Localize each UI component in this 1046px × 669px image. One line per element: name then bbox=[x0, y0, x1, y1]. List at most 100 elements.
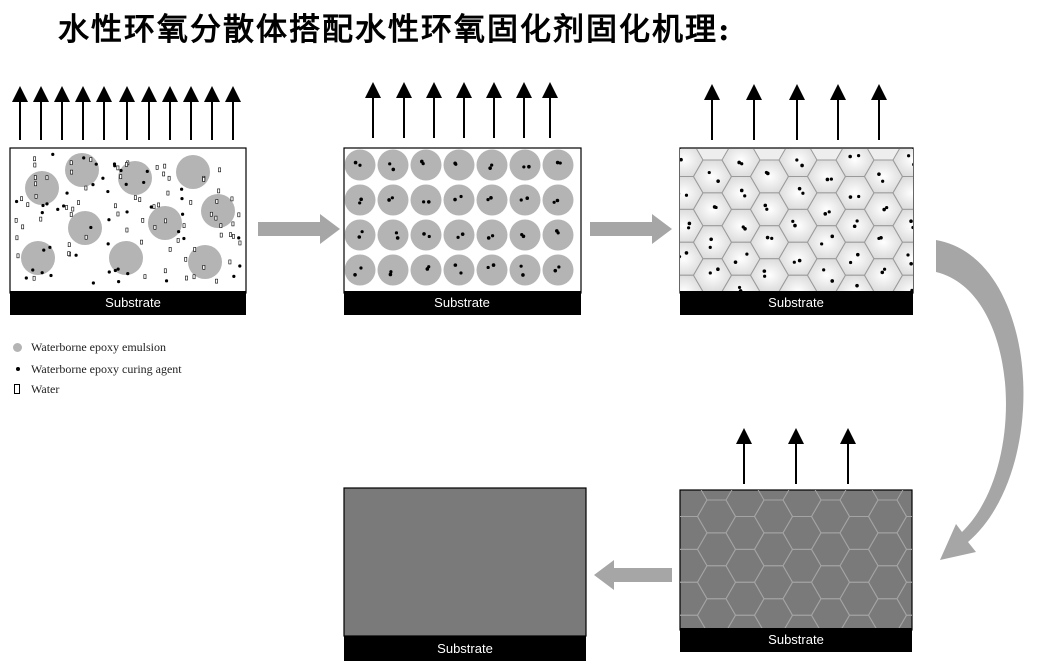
curing-agent-dot bbox=[117, 280, 121, 284]
curing-agent-dot bbox=[62, 204, 66, 208]
water-droplet bbox=[168, 247, 172, 252]
curing-agent-dot bbox=[740, 162, 744, 166]
curing-agent-dot bbox=[360, 230, 364, 234]
curing-agent-dot bbox=[387, 198, 391, 202]
substrate-label-1: Substrate bbox=[105, 295, 161, 310]
curing-agent-dot bbox=[737, 160, 741, 165]
curing-agent-dot bbox=[454, 162, 458, 166]
substrate-bar-2 bbox=[344, 291, 581, 315]
water-droplet bbox=[182, 223, 186, 228]
curing-agent-dot bbox=[525, 196, 530, 200]
emulsion-particle bbox=[410, 184, 442, 216]
legend-item-curing-agent: Waterborne epoxy curing agent bbox=[13, 358, 182, 380]
substrate-bar-4 bbox=[680, 628, 912, 652]
curing-agent-dot bbox=[741, 225, 745, 229]
emulsion-particle bbox=[68, 211, 102, 245]
curing-agent-dot bbox=[687, 221, 692, 226]
water-droplet bbox=[33, 156, 36, 162]
water-droplet bbox=[167, 175, 171, 181]
curing-agent-dot bbox=[489, 196, 493, 200]
curing-agent-dot bbox=[822, 268, 826, 272]
curing-agent-dot bbox=[553, 268, 558, 273]
curing-agent-dot bbox=[94, 162, 98, 166]
curing-agent-dot bbox=[91, 281, 95, 285]
water-droplet bbox=[209, 211, 213, 217]
water-droplet bbox=[215, 199, 219, 204]
water-droplet bbox=[193, 247, 197, 252]
curing-agent-dot bbox=[238, 264, 242, 268]
emulsion-particle bbox=[542, 219, 574, 251]
curing-agent-dot bbox=[914, 186, 917, 189]
curing-agent-dot bbox=[848, 154, 852, 159]
curing-agent-dot bbox=[391, 167, 396, 172]
curing-agent-dot bbox=[116, 267, 120, 271]
deformed-cell bbox=[892, 241, 913, 276]
emulsion-particle bbox=[509, 149, 541, 181]
curing-agent-dot bbox=[707, 170, 711, 175]
substrate-label-5: Substrate bbox=[437, 641, 493, 656]
curing-agent-dot bbox=[765, 235, 770, 240]
emulsion-particle bbox=[443, 184, 475, 216]
curing-agent-dot bbox=[24, 276, 28, 280]
water-droplet bbox=[77, 200, 80, 205]
curing-agent-dot bbox=[823, 212, 828, 216]
curing-agent-dot bbox=[42, 248, 46, 252]
curing-agent-dot bbox=[830, 234, 835, 239]
emulsion-particle bbox=[509, 184, 541, 216]
curing-agent-dot bbox=[232, 274, 236, 278]
stage-3-panel: Substrate bbox=[679, 84, 917, 315]
curing-agent-dot bbox=[680, 158, 681, 162]
water-droplet bbox=[71, 206, 75, 212]
water-droplet bbox=[215, 278, 218, 284]
curing-agent-dot bbox=[556, 231, 560, 235]
water-droplet bbox=[133, 195, 137, 200]
curing-agent-dot bbox=[709, 237, 713, 242]
curing-agent-dot bbox=[716, 179, 720, 183]
evaporation-arrows-stage-1 bbox=[12, 86, 241, 140]
emulsion-particle bbox=[65, 153, 99, 187]
water-droplet bbox=[119, 174, 123, 179]
curing-agent-dot bbox=[180, 212, 185, 216]
water-droplet bbox=[67, 251, 71, 256]
curing-agent-dot bbox=[848, 195, 853, 199]
curing-agent-dot bbox=[829, 177, 833, 181]
curing-agent-dot bbox=[427, 234, 431, 239]
water-droplet bbox=[32, 275, 36, 281]
water-droplet bbox=[20, 196, 23, 202]
curing-agent-dot bbox=[14, 199, 19, 204]
curing-agent-dot bbox=[119, 168, 123, 173]
curing-agent-dot bbox=[41, 203, 45, 208]
emulsion-particle bbox=[188, 245, 222, 279]
emulsion-particle bbox=[377, 149, 409, 181]
curing-agent-dot bbox=[427, 200, 431, 204]
curing-agent-dot bbox=[797, 258, 802, 263]
water-droplet bbox=[163, 163, 167, 169]
process-arrow-3 bbox=[594, 560, 672, 590]
curing-agent-dot bbox=[906, 253, 910, 257]
curing-agent-dot bbox=[855, 252, 860, 257]
curing-agent-dot bbox=[388, 162, 392, 166]
curing-agent-dot bbox=[145, 169, 149, 174]
curing-agent-dot bbox=[107, 270, 111, 274]
water-droplet bbox=[237, 212, 241, 218]
curing-agent-dot bbox=[555, 160, 560, 165]
curing-agent-dot bbox=[358, 201, 362, 205]
curing-agent-dot bbox=[48, 245, 52, 249]
water-droplet bbox=[230, 196, 234, 202]
curing-agent-dot bbox=[793, 223, 797, 228]
water-droplet bbox=[229, 232, 232, 237]
water-droplet bbox=[166, 190, 170, 196]
curing-agent-dot bbox=[557, 265, 561, 269]
stage-2-particles bbox=[344, 149, 574, 286]
water-droplet bbox=[114, 203, 117, 209]
curing-agent-dot bbox=[714, 205, 718, 210]
emulsion-particle bbox=[377, 254, 409, 286]
curing-agent-dot bbox=[390, 196, 394, 200]
emulsion-particle bbox=[21, 241, 55, 275]
curing-agent-dot bbox=[521, 273, 525, 277]
legend-item-water: Water bbox=[13, 380, 182, 398]
emulsion-particle bbox=[176, 155, 210, 189]
curing-agent-dot bbox=[882, 267, 887, 271]
curing-agent-dot bbox=[680, 192, 681, 195]
water-droplet bbox=[152, 204, 156, 210]
